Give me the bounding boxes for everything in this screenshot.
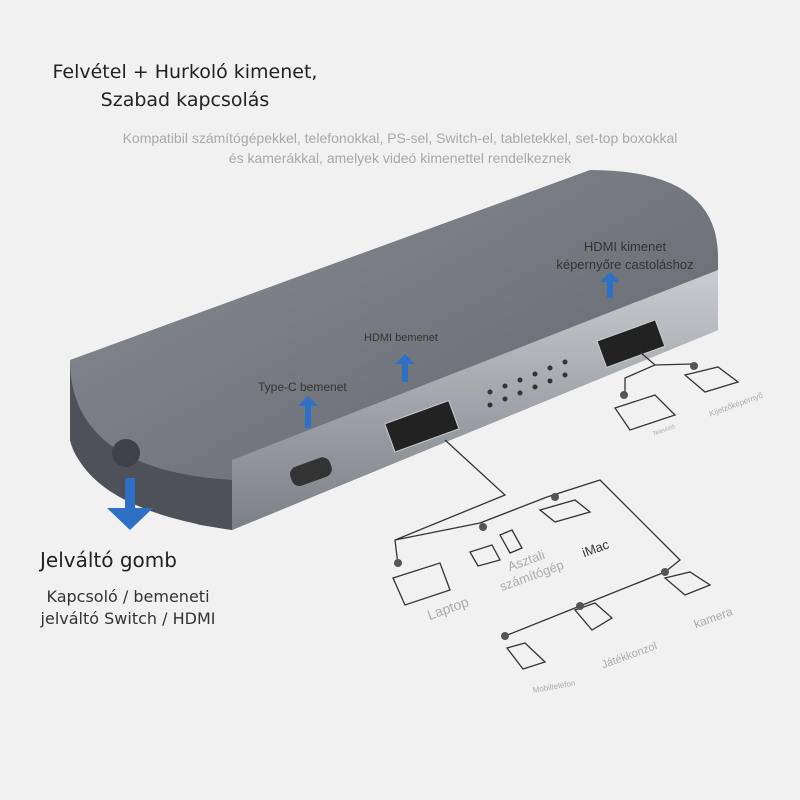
hub-device: [70, 170, 719, 530]
hdmi-out-label: HDMI kimenet képernyőre castoláshoz: [520, 238, 730, 274]
vent-holes: [487, 359, 568, 408]
button-desc: Kapcsoló / bemeneti jelváltó Switch / HDM…: [28, 586, 228, 630]
subtitle-line2: és kamerákkal, amelyek videó kimenettel …: [228, 150, 572, 166]
arrow-up-icon: [600, 272, 620, 298]
arrow-up-icon: [395, 354, 415, 382]
headline: Felvétel + Hurkoló kimenet, Szabad kapcso…: [40, 58, 330, 114]
arrow-down-icon: [107, 478, 153, 530]
hdmi-out-port: [596, 319, 666, 369]
button-desc-line1: Kapcsoló / bemeneti: [46, 587, 210, 606]
subtitle: Kompatibil számítógépekkel, telefonokkal…: [0, 128, 800, 168]
button-title: Jelváltó gomb: [40, 548, 177, 572]
hdmi-in-port: [384, 399, 460, 453]
hdmi-out-line1: HDMI kimenet: [583, 239, 667, 254]
hdmi-in-label: HDMI bemenet: [364, 332, 438, 344]
headline-line2: Szabad kapcsolás: [100, 89, 270, 111]
headline-line1: Felvétel + Hurkoló kimenet,: [52, 61, 318, 83]
connection-lines: [392, 351, 740, 670]
subtitle-line1: Kompatibil számítógépekkel, telefonokkal…: [122, 130, 678, 146]
typec-label: Type-C bemenet: [258, 380, 347, 394]
switch-button: [112, 439, 140, 467]
arrow-icons: [107, 272, 620, 530]
button-desc-line2: jelváltó Switch / HDMI: [40, 609, 216, 628]
typec-port: [290, 457, 332, 486]
arrow-up-icon: [298, 396, 318, 428]
hdmi-out-line2: képernyőre castoláshoz: [556, 257, 694, 272]
